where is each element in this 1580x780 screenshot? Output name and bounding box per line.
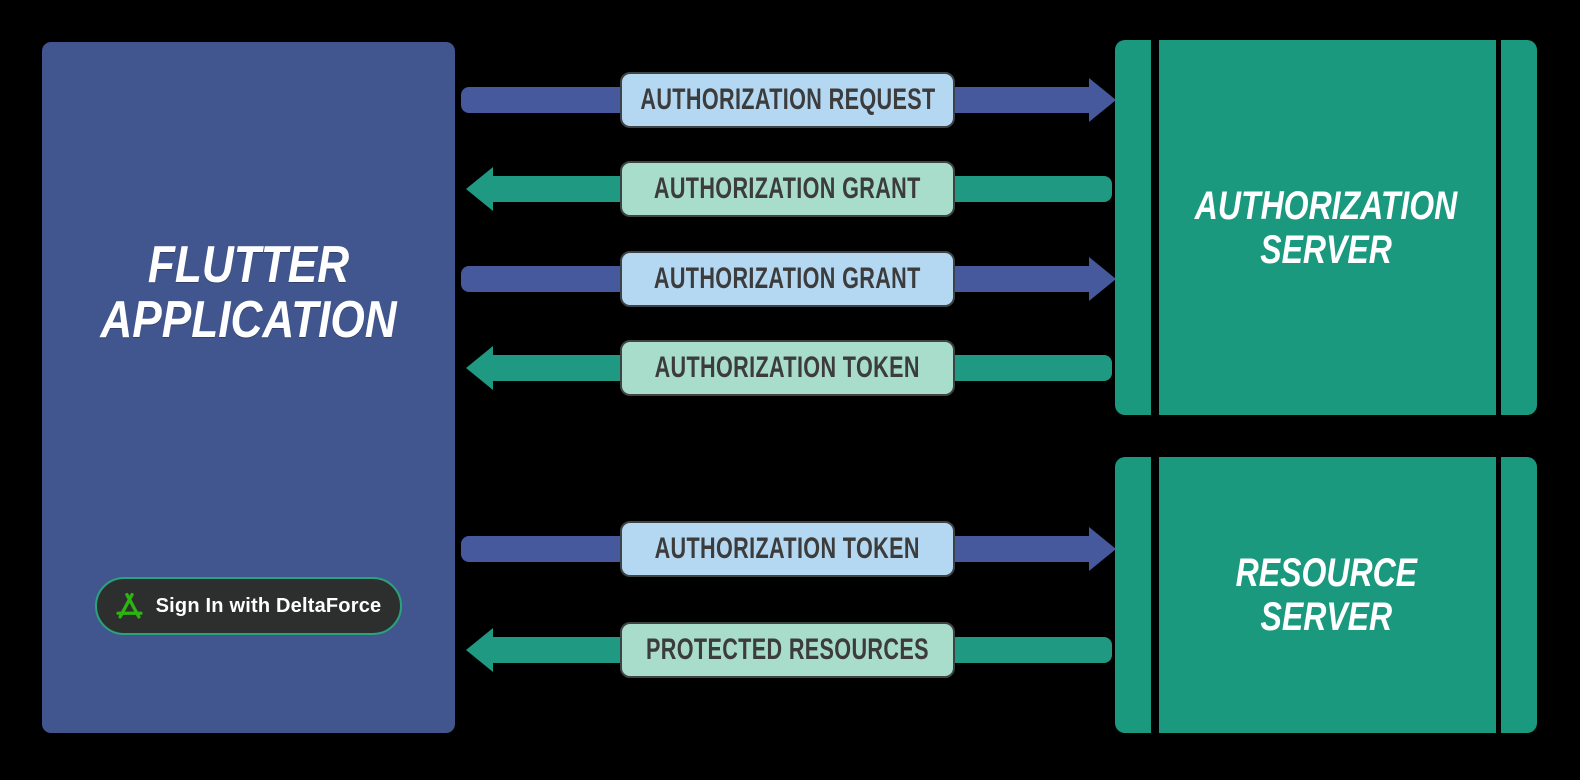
flow-3-label-box: AUTHORIZATION GRANT xyxy=(620,251,955,307)
signin-deltaforce-button[interactable]: Sign In with DeltaForce xyxy=(95,577,402,635)
panel-divider-line xyxy=(1151,457,1159,733)
delta-triangle-icon xyxy=(116,592,143,619)
flow-2-label: AUTHORIZATION GRANT xyxy=(654,172,921,205)
flow-5-label-box: AUTHORIZATION TOKEN xyxy=(620,521,955,577)
resource-server-box: RESOURCE SERVER xyxy=(1115,457,1537,733)
flow-4-label: AUTHORIZATION TOKEN xyxy=(654,351,921,384)
flow-1-label: AUTHORIZATION REQUEST xyxy=(639,83,936,116)
flow-6-label-box: PROTECTED RESOURCES xyxy=(620,622,955,678)
flow-3-label: AUTHORIZATION GRANT xyxy=(654,262,921,295)
app-title-line1: FLUTTER xyxy=(147,236,350,294)
flow-5-label: AUTHORIZATION TOKEN xyxy=(654,532,921,565)
panel-divider-line xyxy=(1151,40,1159,415)
flutter-application-title: FLUTTER APPLICATION xyxy=(73,236,424,350)
flow-1-arrowhead-right xyxy=(1089,78,1116,122)
authorization-server-title: AUTHORIZATION SERVER xyxy=(1195,184,1457,272)
flow-4-arrowhead-left xyxy=(466,346,493,390)
flow-2-arrowhead-left xyxy=(466,167,493,211)
authorization-server-box: AUTHORIZATION SERVER xyxy=(1115,40,1537,415)
auth-server-title-line2: SERVER xyxy=(1260,227,1392,272)
resource-server-title-line2: SERVER xyxy=(1260,595,1392,639)
resource-server-title: RESOURCE SERVER xyxy=(1235,551,1416,639)
flow-3-arrowhead-right xyxy=(1089,257,1116,301)
flow-4-label-box: AUTHORIZATION TOKEN xyxy=(620,340,955,396)
flow-5-arrowhead-right xyxy=(1089,527,1116,571)
panel-divider-line xyxy=(1496,457,1501,733)
panel-divider-line xyxy=(1496,40,1501,415)
resource-server-title-line1: RESOURCE xyxy=(1235,551,1417,595)
flow-2-label-box: AUTHORIZATION GRANT xyxy=(620,161,955,217)
flow-6-arrowhead-left xyxy=(466,628,493,672)
flow-6-label: PROTECTED RESOURCES xyxy=(646,633,929,666)
signin-button-label: Sign In with DeltaForce xyxy=(155,594,382,617)
auth-server-title-line1: AUTHORIZATION xyxy=(1194,183,1458,228)
flow-1-label-box: AUTHORIZATION REQUEST xyxy=(620,72,955,128)
app-title-line2: APPLICATION xyxy=(100,291,397,350)
